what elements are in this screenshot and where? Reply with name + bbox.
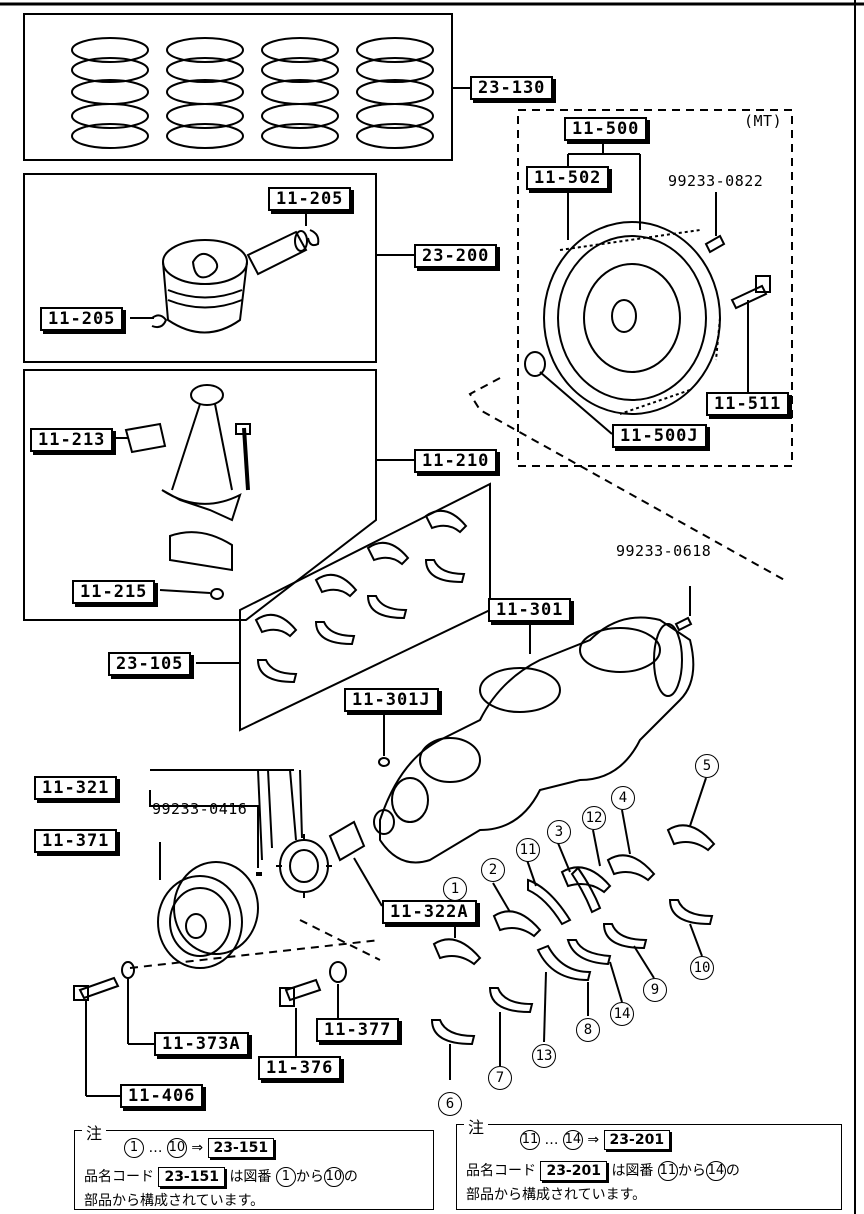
washer-377 bbox=[329, 961, 347, 983]
rod-cap bbox=[169, 531, 233, 572]
note-left-prefix: 品名コード bbox=[84, 1169, 154, 1185]
label-11-502[interactable]: 11-502 bbox=[526, 166, 610, 190]
piston-rings bbox=[71, 37, 434, 149]
label-11-210[interactable]: 11-210 bbox=[414, 449, 498, 473]
flywheel-bolt bbox=[730, 284, 768, 310]
note-right-box bbox=[456, 1124, 842, 1210]
callout-10[interactable]: 10 bbox=[690, 956, 714, 980]
label-11-205-top[interactable]: 11-205 bbox=[268, 187, 352, 211]
label-11-377[interactable]: 11-377 bbox=[316, 1018, 400, 1042]
callout-7[interactable]: 7 bbox=[488, 1066, 512, 1090]
callout-9[interactable]: 9 bbox=[643, 978, 667, 1002]
note-left-mid: は図番 bbox=[229, 1169, 272, 1185]
note-left-box bbox=[74, 1130, 434, 1210]
note-right-kara: から bbox=[677, 1163, 706, 1179]
callout-2[interactable]: 2 bbox=[481, 858, 505, 882]
callout-3[interactable]: 3 bbox=[547, 820, 571, 844]
note-left-range: 1 … 10 ⇒ 23-151 bbox=[124, 1138, 275, 1158]
note-right-code[interactable]: 23-201 bbox=[603, 1130, 671, 1150]
label-11-322A[interactable]: 11-322A bbox=[382, 900, 477, 924]
note-right-range-end: 14 bbox=[562, 1130, 583, 1150]
part-99233-0822[interactable]: 99233-0822 bbox=[668, 172, 764, 190]
label-11-301[interactable]: 11-301 bbox=[488, 598, 572, 622]
note-right-no: の bbox=[725, 1163, 740, 1179]
arrow-icon: ⇒ bbox=[587, 1132, 600, 1148]
note-left-kara: から bbox=[295, 1169, 324, 1185]
label-11-215[interactable]: 11-215 bbox=[72, 580, 156, 604]
callout-6[interactable]: 6 bbox=[438, 1092, 462, 1116]
note-right-from: 11 bbox=[657, 1161, 678, 1181]
pilot-bearing bbox=[524, 351, 546, 377]
label-11-376[interactable]: 11-376 bbox=[258, 1056, 342, 1080]
label-11-213[interactable]: 11-213 bbox=[30, 428, 114, 452]
callout-4[interactable]: 4 bbox=[611, 786, 635, 810]
label-11-205-left[interactable]: 11-205 bbox=[40, 307, 124, 331]
note-left-line1-code[interactable]: 23-151 bbox=[158, 1167, 225, 1187]
arrow-icon: ⇒ bbox=[191, 1140, 204, 1156]
label-11-373A[interactable]: 11-373A bbox=[154, 1032, 249, 1056]
crank-pulley bbox=[157, 861, 259, 969]
label-11-500[interactable]: 11-500 bbox=[564, 117, 648, 141]
bolt-376 bbox=[284, 978, 322, 1002]
part-99233-0618[interactable]: 99233-0618 bbox=[616, 542, 712, 560]
callout-13[interactable]: 13 bbox=[532, 1044, 556, 1068]
mt-tag: (MT) bbox=[744, 112, 783, 130]
timing-gear bbox=[276, 834, 332, 898]
crank-key-spacer bbox=[328, 820, 366, 862]
label-11-406[interactable]: 11-406 bbox=[120, 1084, 204, 1108]
note-left-code[interactable]: 23-151 bbox=[207, 1138, 275, 1158]
note-right-prefix: 品名コード bbox=[466, 1163, 536, 1179]
dowel-pin bbox=[704, 234, 726, 254]
rod-bearings bbox=[254, 509, 468, 684]
callout-8[interactable]: 8 bbox=[576, 1018, 600, 1042]
pulley-bolt bbox=[78, 976, 120, 1000]
callout-12[interactable]: 12 bbox=[582, 806, 606, 830]
callout-5[interactable]: 5 bbox=[695, 754, 719, 778]
note-right-ellipsis: … bbox=[544, 1132, 559, 1148]
note-right-range-start: 11 bbox=[520, 1130, 540, 1150]
note-right-to: 14 bbox=[705, 1161, 726, 1181]
label-23-200[interactable]: 23-200 bbox=[414, 244, 498, 268]
note-left-range-start: 1 bbox=[124, 1138, 144, 1158]
note-right-range: 11 … 14 ⇒ 23-201 bbox=[520, 1130, 671, 1150]
piston bbox=[162, 239, 248, 334]
piston-pin bbox=[246, 230, 308, 276]
note-right-mid: は図番 bbox=[611, 1163, 654, 1179]
callout-14[interactable]: 14 bbox=[610, 1002, 634, 1026]
label-23-105[interactable]: 23-105 bbox=[108, 652, 192, 676]
note-right-title: 注 bbox=[464, 1114, 489, 1138]
flywheel bbox=[543, 221, 721, 415]
connecting-rod bbox=[161, 384, 242, 522]
callout-1[interactable]: 1 bbox=[443, 877, 467, 901]
note-left-no: の bbox=[343, 1169, 358, 1185]
note-right-line1-code[interactable]: 23-201 bbox=[540, 1161, 607, 1181]
note-left-title: 注 bbox=[82, 1120, 107, 1144]
crankshaft bbox=[373, 616, 695, 864]
main-bearings bbox=[430, 824, 716, 1046]
note-left-ellipsis: … bbox=[148, 1140, 163, 1156]
label-11-321[interactable]: 11-321 bbox=[34, 776, 118, 800]
label-23-130[interactable]: 23-130 bbox=[470, 76, 554, 100]
label-11-301J[interactable]: 11-301J bbox=[344, 688, 439, 712]
callout-11[interactable]: 11 bbox=[516, 838, 540, 862]
rod-bushing bbox=[124, 422, 167, 454]
note-left-to: 10 bbox=[323, 1167, 344, 1187]
note-left-range-end: 10 bbox=[166, 1138, 187, 1158]
snap-ring bbox=[307, 229, 320, 247]
washer bbox=[121, 961, 135, 979]
note-left-from: 1 bbox=[275, 1167, 296, 1187]
note-right-line2: 部品から構成されています。 bbox=[466, 1187, 647, 1203]
label-11-511[interactable]: 11-511 bbox=[706, 392, 790, 416]
label-11-371[interactable]: 11-371 bbox=[34, 829, 118, 853]
label-11-500J[interactable]: 11-500J bbox=[612, 424, 707, 448]
note-left-line2: 部品から構成されています。 bbox=[84, 1193, 265, 1209]
part-99233-0416[interactable]: 99233-0416 bbox=[152, 800, 248, 818]
